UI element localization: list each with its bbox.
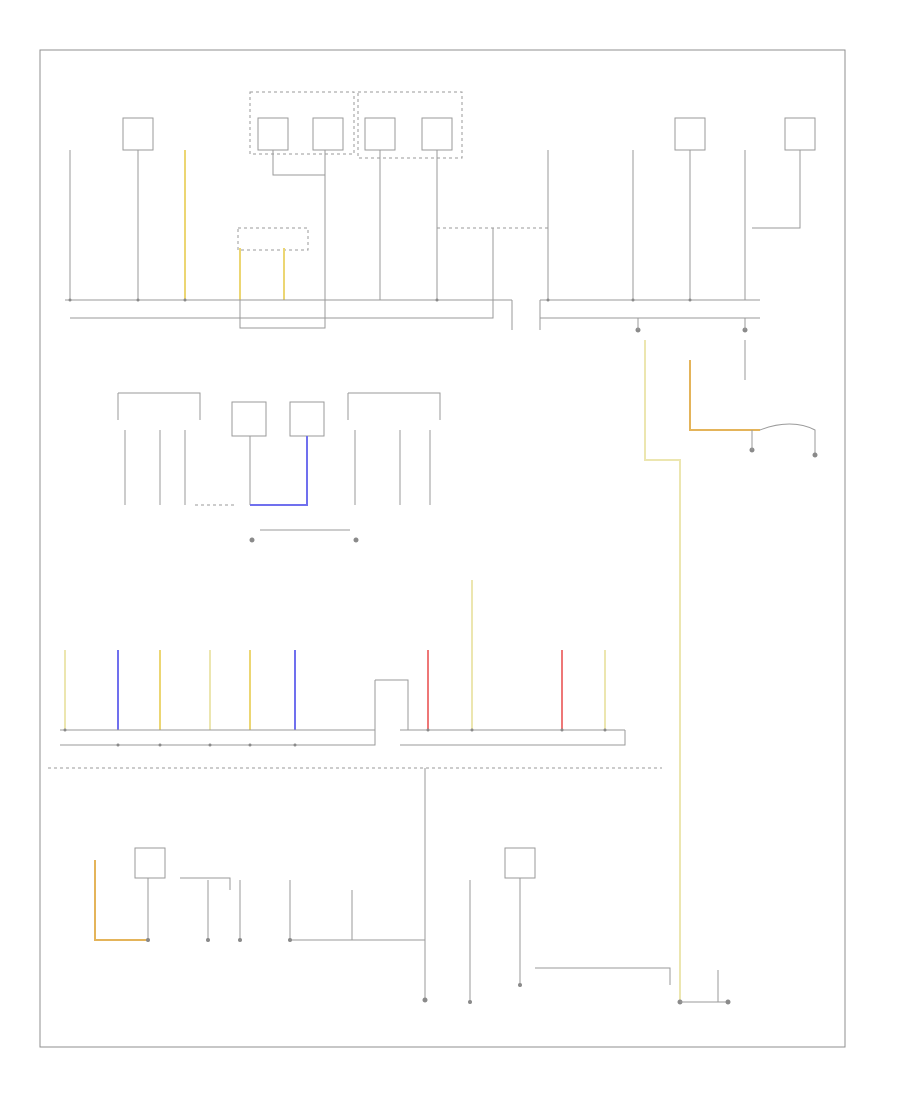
middle-section [117, 392, 441, 543]
component-box [289, 401, 325, 437]
component-box [312, 117, 344, 151]
connector-group-outline [237, 227, 309, 251]
component-box [134, 847, 166, 879]
right-ground-run [644, 340, 818, 1005]
lower-middle-section [48, 580, 662, 769]
component-box [784, 117, 816, 151]
connector-group-outline [249, 91, 355, 155]
component-box [257, 117, 289, 151]
component-box [674, 117, 706, 151]
diagram-frame [39, 49, 846, 1048]
bottom-section [94, 768, 671, 1004]
component-box [231, 401, 267, 437]
component-box [364, 117, 396, 151]
component-box [504, 847, 536, 879]
component-box [421, 117, 453, 151]
component-box [122, 117, 154, 151]
top-section [65, 91, 816, 333]
connector-group-outline [357, 91, 463, 159]
